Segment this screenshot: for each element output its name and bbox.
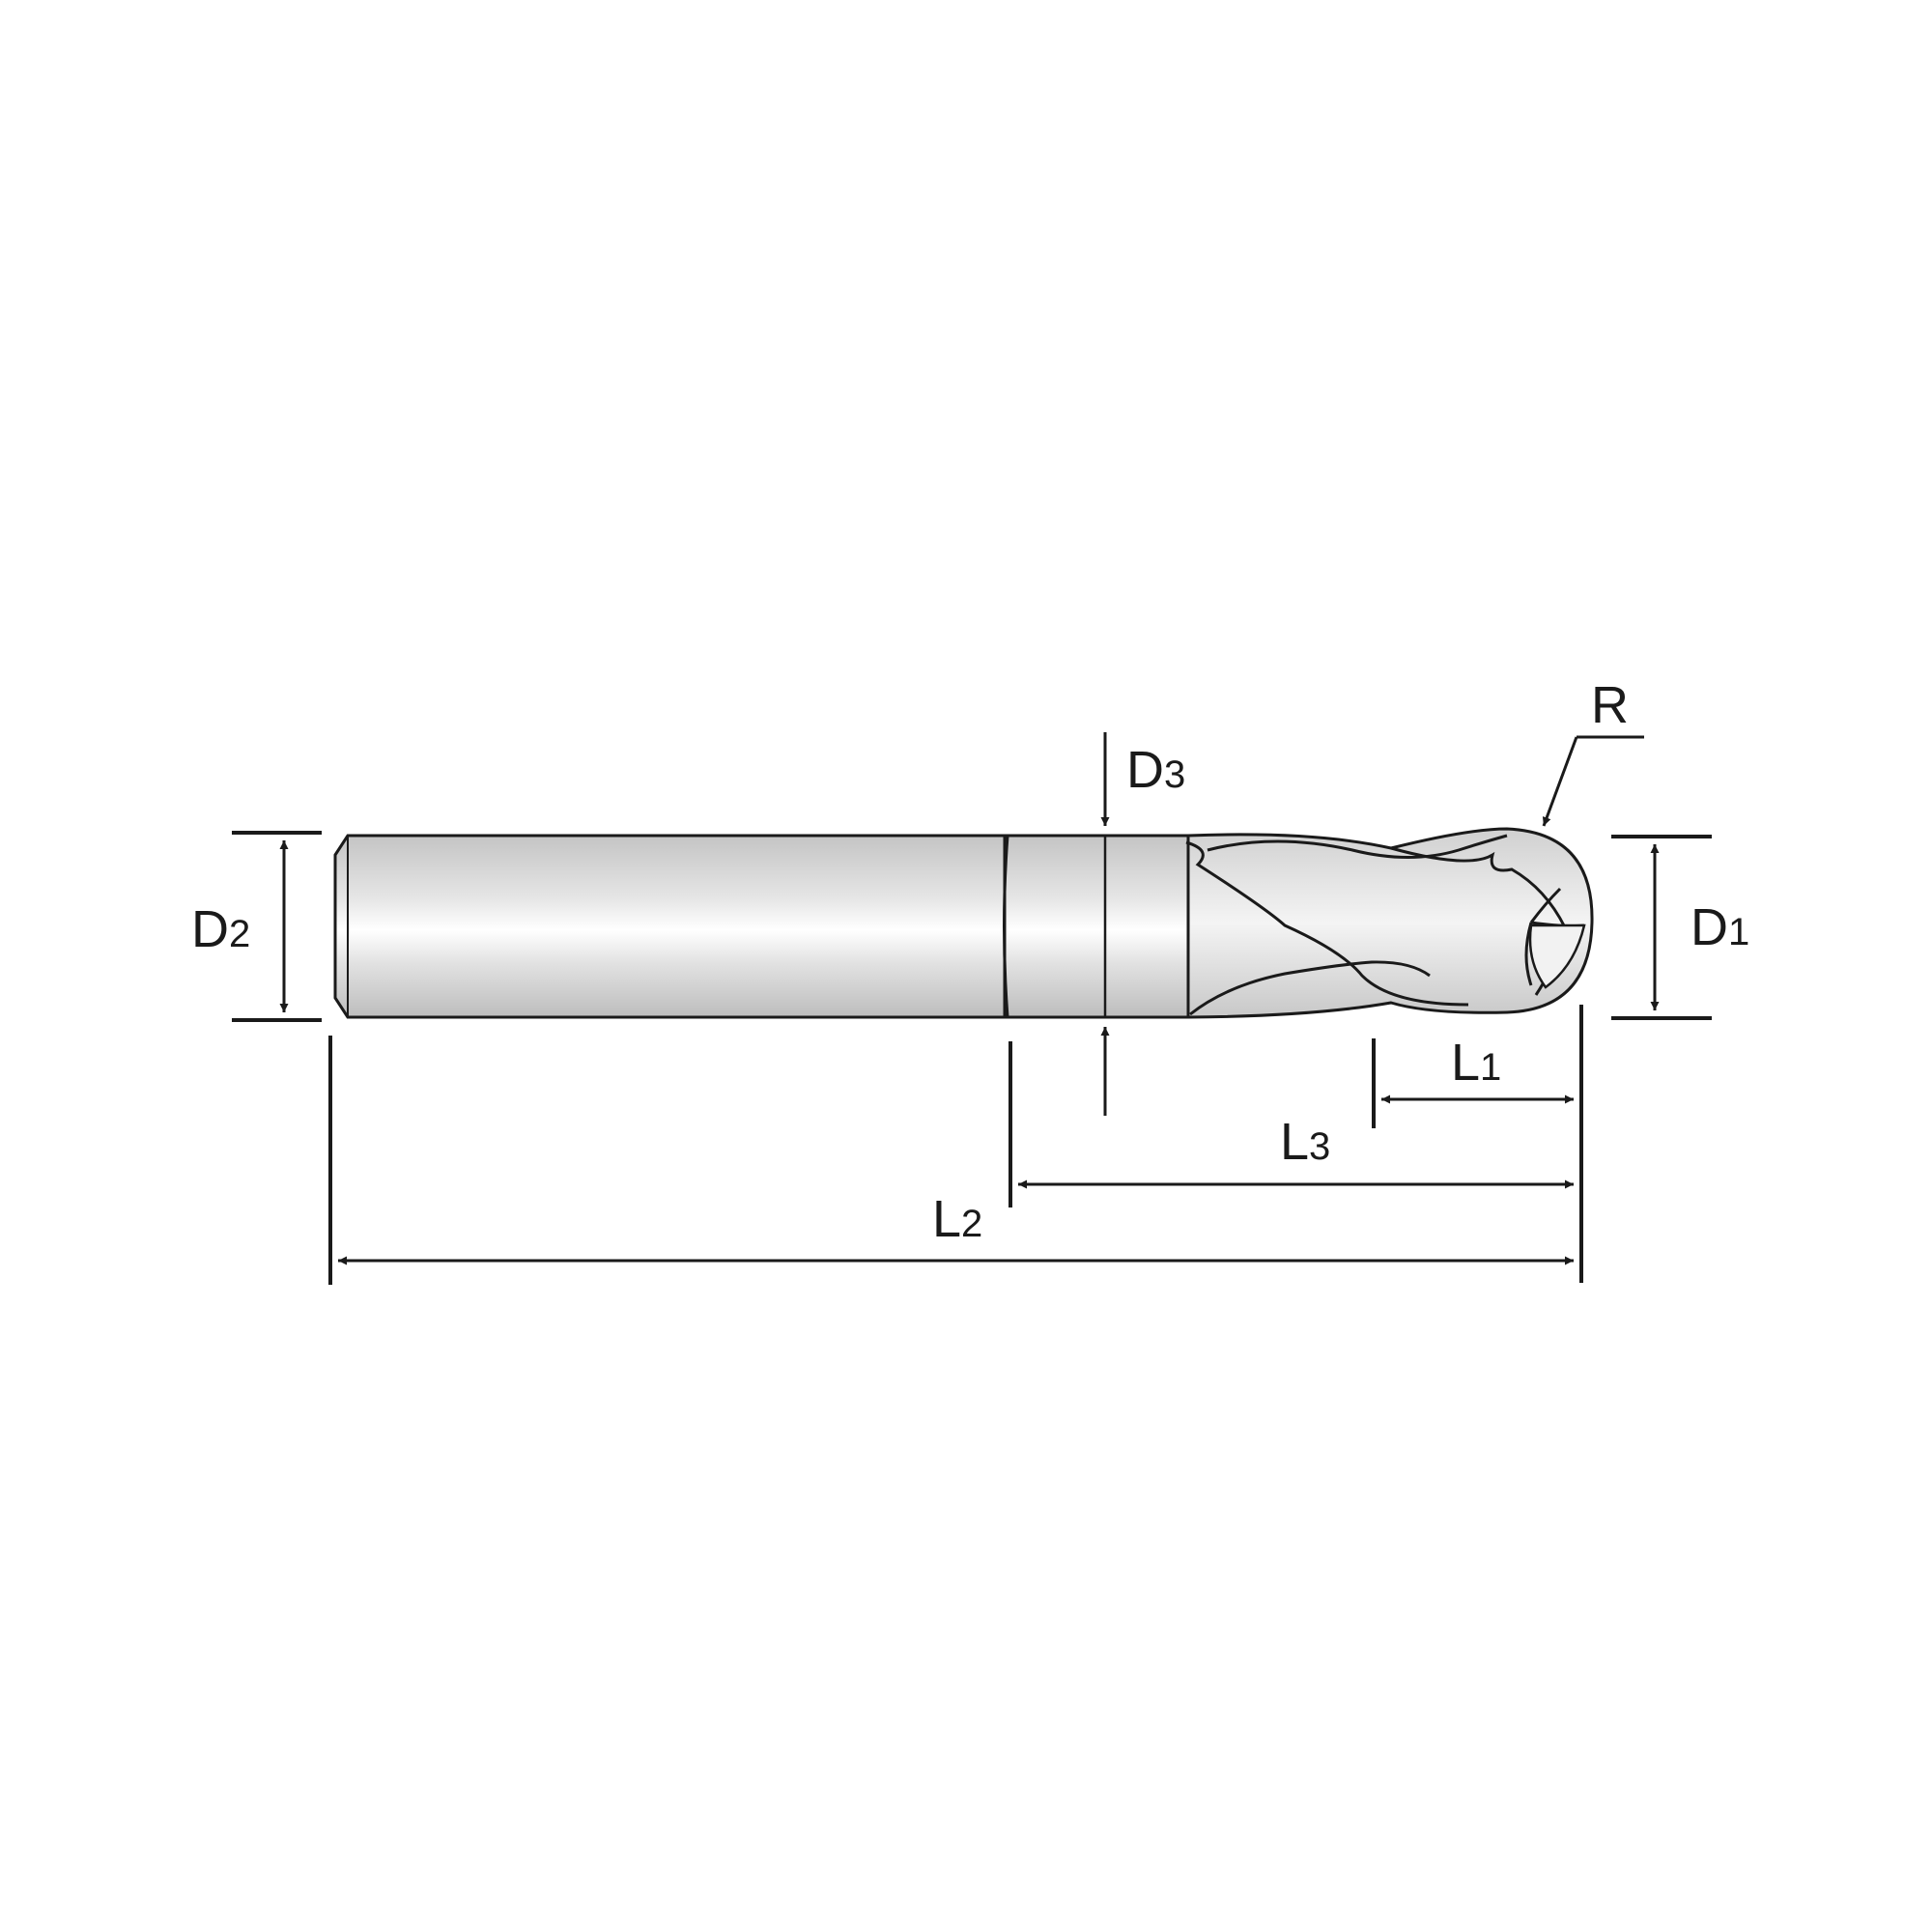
label-r: R	[1591, 676, 1629, 734]
flute-edge-3	[1207, 834, 1508, 859]
tool-neck	[1003, 834, 1190, 1019]
flute-edge-2	[1189, 960, 1431, 1016]
label-l3: L3	[1280, 1113, 1330, 1171]
label-l1: L1	[1451, 1034, 1501, 1092]
dimension-l1: L1	[1381, 1034, 1574, 1104]
dimension-d1: D1	[1611, 835, 1749, 1020]
dimension-l2: L2	[338, 1190, 1574, 1265]
flute-edge-1	[1185, 840, 1469, 1007]
label-d2: D2	[191, 900, 250, 958]
dimension-d2: D2	[191, 831, 322, 1022]
label-d1: D1	[1690, 898, 1749, 956]
tool-shank	[333, 834, 1007, 1019]
cutting-head	[1186, 827, 1594, 1019]
end-mill-tool	[333, 827, 1594, 1019]
dimension-d3: D3	[1100, 732, 1185, 1116]
dimension-l3: L3	[1018, 1113, 1574, 1189]
label-l2: L2	[932, 1190, 982, 1248]
neck-transition-line	[1003, 835, 1009, 1018]
length-extension-lines	[328, 1005, 1583, 1285]
ball-tip-gash	[1528, 923, 1586, 989]
label-d3: D3	[1126, 741, 1185, 799]
dimension-r: R	[1542, 676, 1644, 827]
